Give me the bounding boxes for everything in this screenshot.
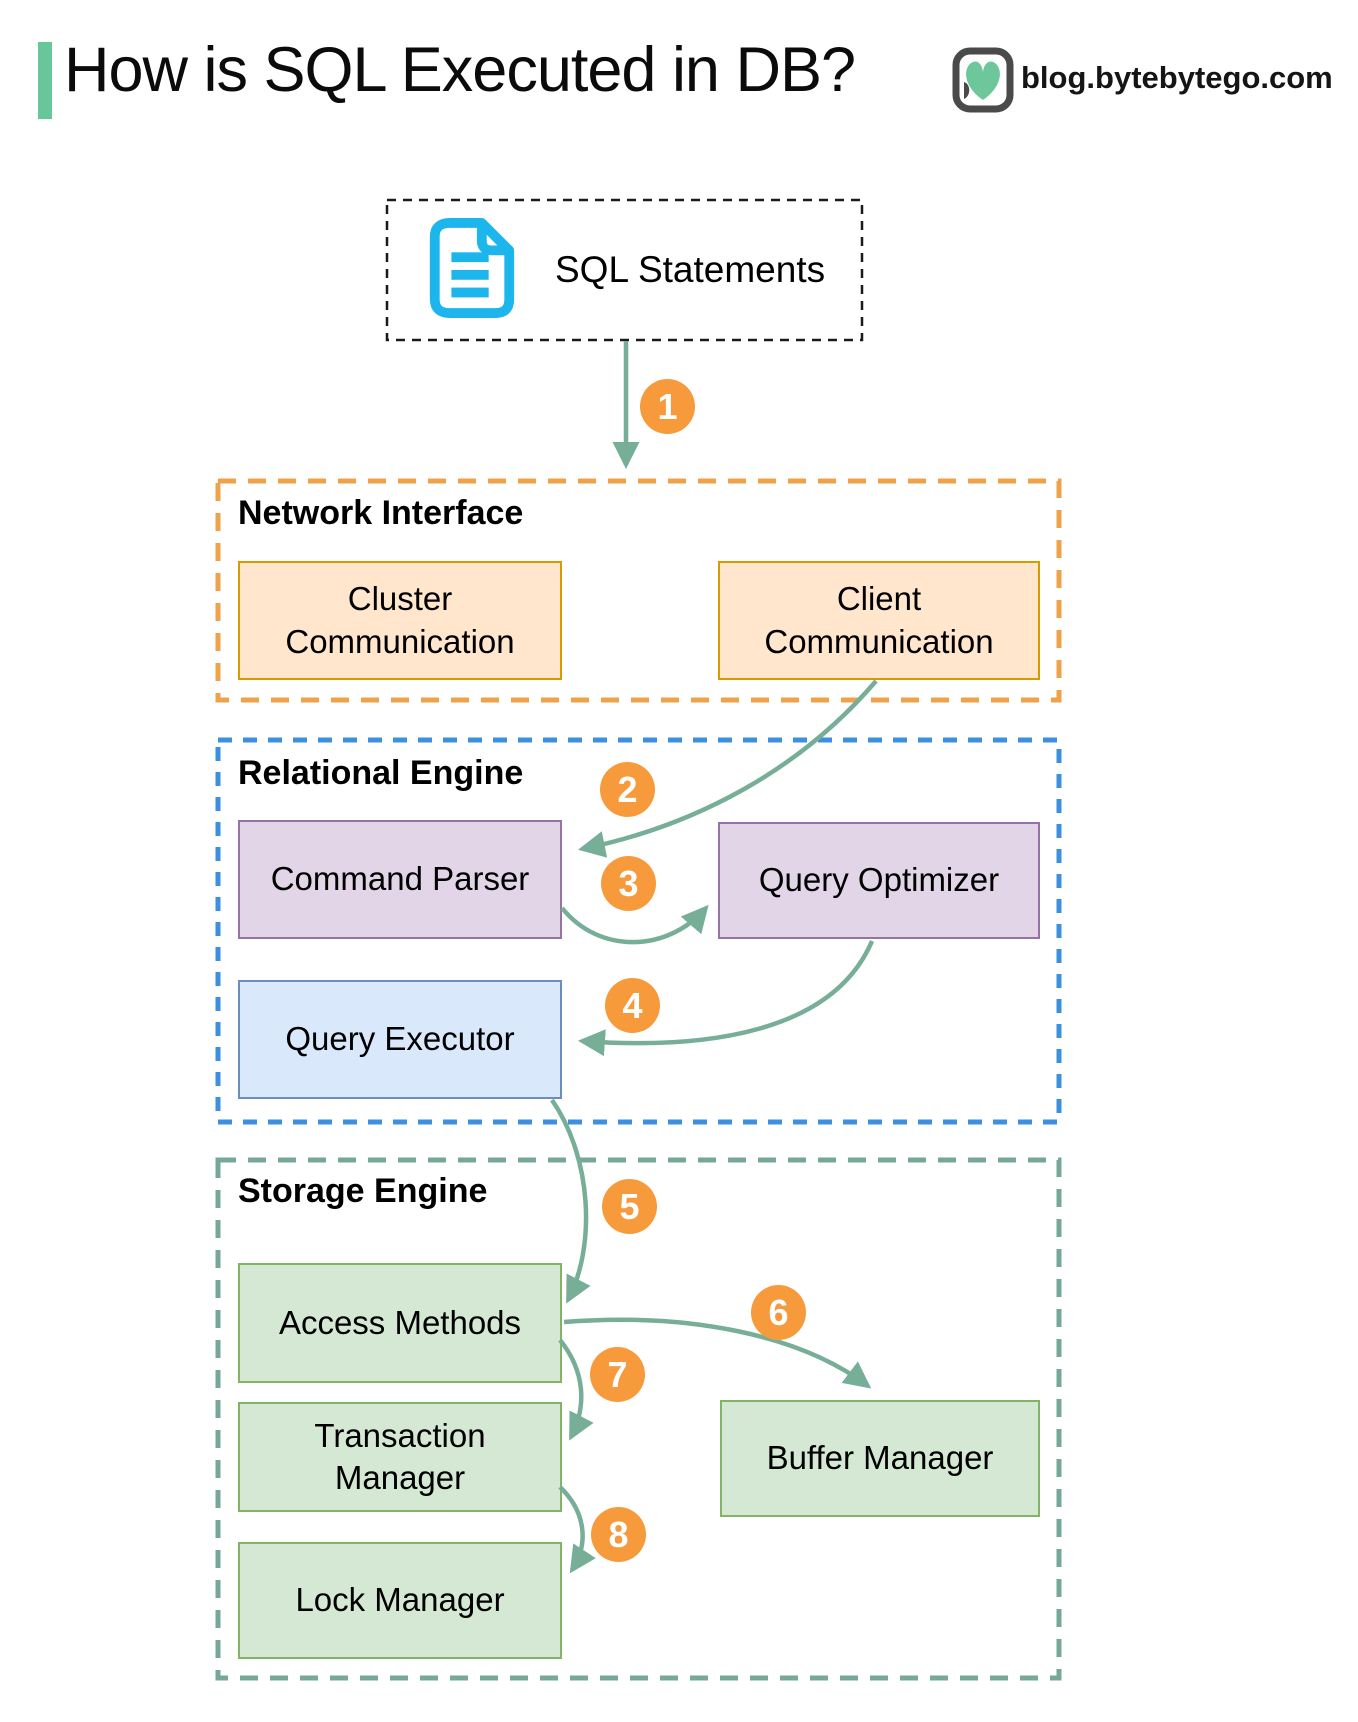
step-badge-5: 5 [602, 1179, 657, 1234]
arrow-8 [558, 1485, 596, 1574]
sql-statements-box: SQL Statements [387, 200, 862, 340]
node-buffer-manager: Buffer Manager [720, 1400, 1040, 1517]
sql-statements-label: SQL Statements [555, 249, 826, 290]
node-command-parser: Command Parser [238, 820, 562, 939]
section-title-network-interface: Network Interface [238, 494, 524, 532]
node-access-methods: Access Methods [238, 1263, 562, 1383]
site-url: blog.bytebytego.com [1021, 60, 1333, 95]
sql-document-icon [423, 217, 521, 324]
step-badge-3: 3 [601, 856, 656, 911]
node-transaction-manager: Transaction Manager [238, 1402, 562, 1512]
node-cluster-communication: Cluster Communication [238, 561, 562, 680]
section-title-storage-engine: Storage Engine [238, 1172, 488, 1210]
node-lock-manager: Lock Manager [238, 1542, 562, 1659]
step-badge-8: 8 [591, 1507, 646, 1562]
section-title-relational-engine: Relational Engine [238, 754, 524, 792]
arrow-3 [560, 904, 709, 945]
step-badge-2: 2 [600, 762, 655, 817]
arrow-7 [558, 1338, 594, 1441]
step-badge-7: 7 [590, 1347, 645, 1402]
title-accent-bar [38, 42, 52, 119]
step-badge-4: 4 [605, 978, 660, 1033]
page-title: How is SQL Executed in DB? [64, 35, 856, 105]
step-badge-6: 6 [751, 1285, 806, 1340]
node-query-executor: Query Executor [238, 980, 562, 1099]
bytebytego-logo-icon [951, 46, 1015, 119]
node-client-communication: Client Communication [718, 561, 1040, 680]
step-badge-1: 1 [640, 379, 695, 434]
node-query-optimizer: Query Optimizer [718, 822, 1040, 939]
